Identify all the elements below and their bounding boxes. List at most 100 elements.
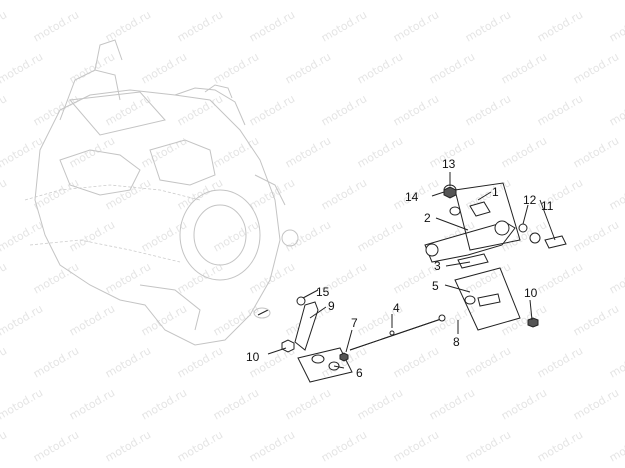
watermark-text: motod.ru bbox=[67, 0, 117, 3]
leader-lines bbox=[267, 172, 556, 369]
watermark-text: motod.ru bbox=[175, 344, 225, 380]
watermark-text: motod.ru bbox=[499, 302, 549, 338]
watermark-text: motod.ru bbox=[463, 344, 513, 380]
callout-2: 2 bbox=[424, 211, 431, 225]
watermark-text: motod.ru bbox=[535, 260, 585, 296]
watermark-text: motod.ru bbox=[571, 386, 621, 422]
watermark-text: motod.ru bbox=[535, 344, 585, 380]
watermark-text: motod.ru bbox=[463, 428, 513, 464]
watermark-text: motod.ru bbox=[175, 428, 225, 464]
watermark-text: motod.ru bbox=[391, 8, 441, 44]
watermark-text: motod.ru bbox=[319, 176, 369, 212]
right-bracket-assembly bbox=[424, 182, 567, 331]
watermark-text: motod.ru bbox=[103, 92, 153, 128]
watermark-text: motod.ru bbox=[463, 8, 513, 44]
watermark-text: motod.ru bbox=[139, 134, 189, 170]
callout-5: 5 bbox=[432, 279, 439, 293]
watermark-text: motod.ru bbox=[319, 8, 369, 44]
watermark-text: motod.ru bbox=[283, 0, 333, 3]
watermark-text: motod.ru bbox=[31, 260, 81, 296]
watermark-text: motod.ru bbox=[283, 134, 333, 170]
watermark-text: motod.ru bbox=[175, 260, 225, 296]
watermark-text: motod.ru bbox=[103, 8, 153, 44]
callout-8: 8 bbox=[453, 335, 460, 349]
callout-13: 13 bbox=[442, 157, 456, 171]
left-lever-assembly bbox=[253, 296, 353, 383]
watermark-text: motod.ru bbox=[355, 0, 405, 3]
callout-12: 12 bbox=[523, 193, 537, 207]
watermark-text: motod.ru bbox=[31, 176, 81, 212]
watermark-text: motod.ru bbox=[247, 176, 297, 212]
shift-rod bbox=[349, 314, 446, 351]
watermark-text: motod.ru bbox=[211, 50, 261, 86]
watermark-text: motod.ru bbox=[607, 92, 625, 128]
watermark-text: motod.ru bbox=[355, 218, 405, 254]
watermark-text: motod.ru bbox=[247, 8, 297, 44]
callout-10-left: 10 bbox=[246, 350, 260, 364]
callout-11: 11 bbox=[541, 199, 554, 213]
watermark-text: motod.ru bbox=[0, 218, 45, 254]
watermark-text: motod.ru bbox=[139, 0, 189, 3]
watermark-text: motod.ru bbox=[139, 50, 189, 86]
watermark-text: motod.ru bbox=[607, 176, 625, 212]
watermark-text: motod.ru bbox=[31, 344, 81, 380]
watermark-text: motod.ru bbox=[0, 428, 9, 464]
watermark-text: motod.ru bbox=[103, 176, 153, 212]
watermark-text: motod.ru bbox=[319, 428, 369, 464]
callout-7: 7 bbox=[351, 316, 358, 330]
watermark-text: motod.ru bbox=[67, 134, 117, 170]
watermark-text: motod.ru bbox=[427, 0, 477, 3]
watermark-text: motod.ru bbox=[0, 386, 45, 422]
callout-3: 3 bbox=[434, 259, 441, 273]
watermark-text: motod.ru bbox=[499, 0, 549, 3]
watermark-text: motod.ru bbox=[535, 428, 585, 464]
watermark-text: motod.ru bbox=[31, 92, 81, 128]
watermark-text: motod.ru bbox=[391, 428, 441, 464]
watermark-text: motod.ru bbox=[103, 344, 153, 380]
watermark-text: motod.ru bbox=[463, 92, 513, 128]
watermark-text: motod.ru bbox=[355, 386, 405, 422]
watermark-text: motod.ru bbox=[67, 302, 117, 338]
watermark-text: motod.ru bbox=[607, 344, 625, 380]
watermark-text: motod.ru bbox=[103, 260, 153, 296]
watermark-text: motod.ru bbox=[355, 50, 405, 86]
watermark-text: motod.ru bbox=[247, 428, 297, 464]
watermark-text: motod.ru bbox=[0, 344, 9, 380]
callout-14: 14 bbox=[405, 190, 419, 204]
watermark-text: motod.ru bbox=[31, 8, 81, 44]
watermark-text: motod.ru bbox=[571, 218, 621, 254]
watermark-text: motod.ru bbox=[535, 8, 585, 44]
watermark-text: motod.ru bbox=[571, 50, 621, 86]
watermark-text: motod.ru bbox=[67, 218, 117, 254]
watermark-text: motod.ru bbox=[355, 134, 405, 170]
callout-10-right: 10 bbox=[524, 286, 538, 300]
watermark-text: motod.ru bbox=[499, 134, 549, 170]
callout-1: 1 bbox=[492, 185, 499, 199]
watermark-text: motod.ru bbox=[31, 428, 81, 464]
watermark-text: motod.ru bbox=[139, 386, 189, 422]
watermark-text: motod.ru bbox=[571, 302, 621, 338]
watermark-text: motod.ru bbox=[0, 50, 45, 86]
watermark-text: motod.ru bbox=[211, 134, 261, 170]
callout-15: 15 bbox=[316, 285, 330, 299]
watermark-text: motod.ru bbox=[499, 386, 549, 422]
callout-6: 6 bbox=[356, 366, 363, 380]
watermark-text: motod.ru bbox=[391, 92, 441, 128]
watermark-text: motod.ru bbox=[499, 50, 549, 86]
watermark-text: motod.ru bbox=[283, 218, 333, 254]
watermark-text: motod.ru bbox=[427, 302, 477, 338]
watermark-text: motod.ru bbox=[571, 0, 621, 3]
watermark-text: motod.ru bbox=[607, 428, 625, 464]
watermark-text: motod.ru bbox=[427, 50, 477, 86]
watermark-text: motod.ru bbox=[0, 92, 9, 128]
watermark-text: motod.ru bbox=[67, 386, 117, 422]
watermark-text: motod.ru bbox=[427, 386, 477, 422]
watermark-text: motod.ru bbox=[607, 260, 625, 296]
engine-outline bbox=[24, 39, 299, 346]
watermark-text: motod.ru bbox=[571, 134, 621, 170]
watermark-text: motod.ru bbox=[607, 8, 625, 44]
watermark-text: motod.ru bbox=[175, 8, 225, 44]
watermark-text: motod.ru bbox=[319, 92, 369, 128]
